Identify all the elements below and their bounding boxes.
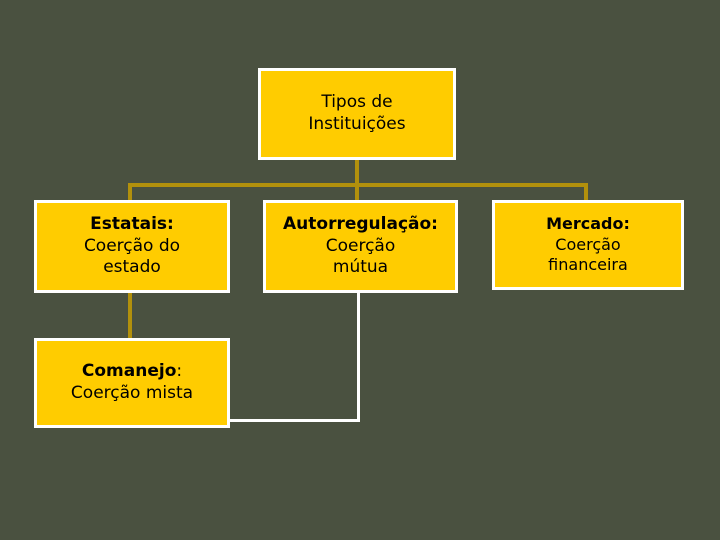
node-estatais[interactable]: Estatais: Coerção do estado [34,200,230,293]
node-comanejo-heading: Comanejo [81,361,177,382]
node-autorregulacao-body-line1: Coerção [325,235,396,256]
node-tipos-de-instituicoes[interactable]: Tipos de Instituições [258,68,456,160]
connector-drop-mercado [584,183,588,202]
node-root-line2: Instituições [308,114,406,134]
node-mercado-body-line2: financeira [548,255,628,275]
node-estatais-body-line2: estado [103,257,161,278]
node-root-text: Tipos de Instituições [261,92,453,136]
node-comanejo-heading-colon: : [176,361,183,382]
connector-drop-estatais [128,183,132,202]
connector-root-stem [355,160,359,187]
node-mercado-heading: Mercado: [546,214,630,234]
node-mercado[interactable]: Mercado: Coerção financeira [492,200,684,290]
node-autorregulacao[interactable]: Autorregulação: Coerção mútua [263,200,458,293]
node-autorregulacao-body-line2: mútua [332,257,389,278]
node-autorregulacao-heading: Autorregulação: [283,213,438,234]
connector-drop-autorregulacao [355,183,359,202]
connector-estatais-to-comanejo [128,291,132,340]
node-mercado-text: Mercado: Coerção financeira [495,214,681,275]
node-root-line1: Tipos de [321,92,393,113]
connector-autorregulacao-down [357,292,360,422]
connector-autorregulacao-to-comanejo [229,419,360,422]
node-estatais-body-line1: Coerção do [83,235,181,256]
node-autorregulacao-text: Autorregulação: Coerção mútua [266,214,455,279]
node-estatais-heading: Estatais: [90,213,174,234]
node-estatais-text: Estatais: Coerção do estado [37,214,227,279]
node-comanejo[interactable]: Comanejo: Coerção mista [34,338,230,428]
node-mercado-body-line1: Coerção [555,234,621,254]
node-comanejo-body: Coerção mista [70,383,194,403]
node-comanejo-text: Comanejo: Coerção mista [37,361,227,405]
